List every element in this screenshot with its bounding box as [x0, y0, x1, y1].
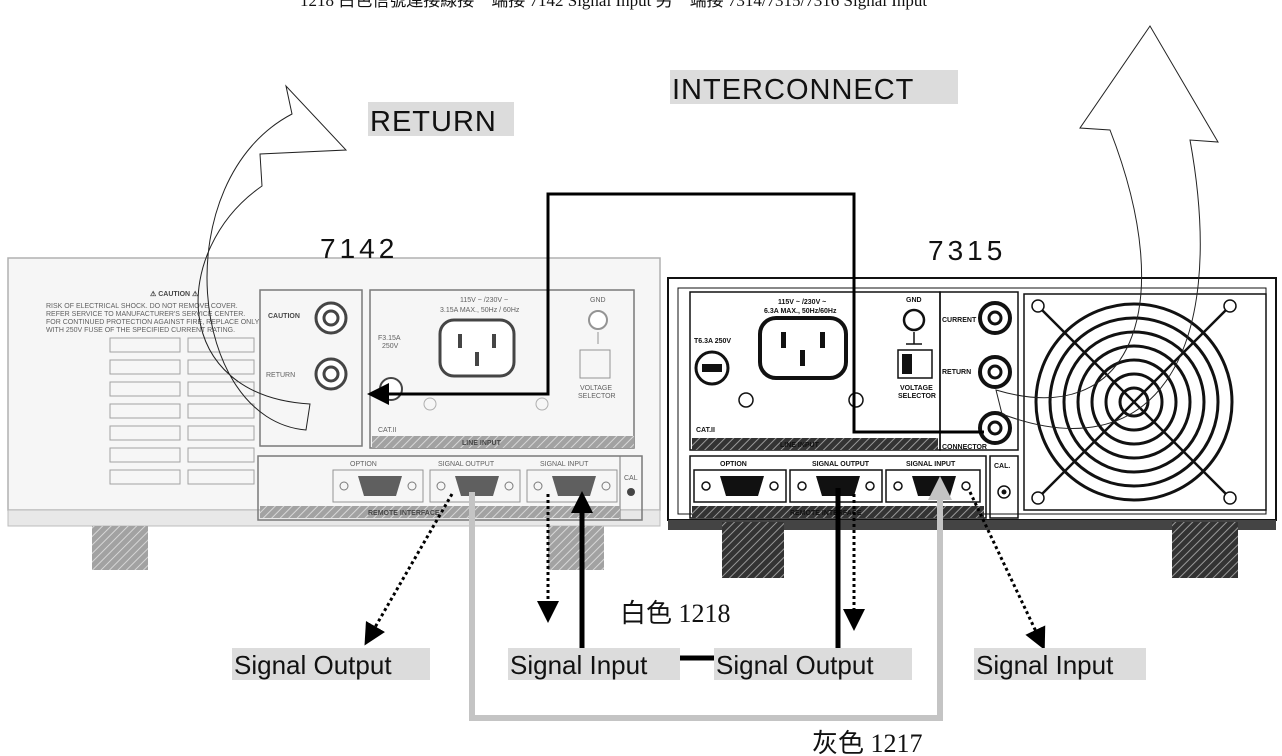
caution-line-2: REFER SERVICE TO MANUFACTURER'S SERVICE … — [46, 311, 245, 318]
current-jack-label: CURRENT — [942, 317, 977, 324]
white-cable-label: 白色 1218 — [620, 599, 731, 628]
unit-7142: ⚠ CAUTION ⚠ RISK OF ELECTRICAL SHOCK. DO… — [8, 258, 660, 570]
option-7315: OPTION — [720, 461, 747, 468]
cat-7315: CAT.II — [696, 427, 715, 434]
fuse-7142-b: 250V — [382, 343, 399, 350]
cat-7142: CAT.II — [378, 427, 397, 434]
signal-output-text-7315: SIGNAL OUTPUT — [812, 461, 870, 468]
right-signal-output-label: Signal Output — [716, 650, 874, 680]
voltage-selector-7142-a: VOLTAGE — [580, 385, 612, 392]
hv-caution-7142: CAUTION — [268, 313, 300, 320]
line-input-7315: LINE INPUT — [780, 442, 820, 449]
option-7142: OPTION — [350, 461, 377, 468]
cal-7315: CAL. — [994, 463, 1010, 470]
return-jack-label-7315: RETURN — [942, 369, 971, 376]
gray-cable-label: 灰色 1217 — [812, 729, 923, 756]
voltage-selector-7315-b: SELECTOR — [898, 393, 936, 400]
return-jack-label-7142: RETURN — [266, 372, 295, 379]
fuse-7315: T6.3A 250V — [694, 338, 731, 345]
line-input-7142: LINE INPUT — [462, 440, 502, 447]
signal-input-text-7142: SIGNAL INPUT — [540, 461, 589, 468]
caution-title-7142: ⚠ CAUTION ⚠ — [150, 290, 199, 298]
signal-output-text-7142: SIGNAL OUTPUT — [438, 461, 495, 468]
voltage-selector-7142-b: SELECTOR — [578, 393, 616, 400]
right-signal-input-label: Signal Input — [976, 650, 1114, 680]
fuse-7142-a: F3.15A — [378, 335, 401, 342]
caution-line-3: FOR CONTINUED PROTECTION AGAINST FIRE, R… — [46, 319, 260, 326]
interconnector-jack-label: CONNECTOR — [942, 444, 987, 451]
top-caption: 1218 白色信號連接線接一端接 7142 Signal Input 另一端接 … — [300, 0, 927, 10]
power-rating-7315-b: 6.3A MAX., 50Hz/60Hz — [764, 308, 837, 315]
return-label: RETURN — [370, 106, 497, 138]
left-signal-output-label: Signal Output — [234, 650, 392, 680]
interconnect-label: INTERCONNECT — [672, 74, 914, 106]
unit-7315: 115V ~ /230V ~ 6.3A MAX., 50Hz/60Hz T6.3… — [668, 278, 1276, 578]
power-rating-7142-b: 3.15A MAX., 50Hz / 60Hz — [440, 307, 520, 314]
remote-interface-7142: REMOTE INTERFACE — [368, 510, 440, 517]
signal-input-text-7315: SIGNAL INPUT — [906, 461, 956, 468]
caution-line-4: WITH 250V FUSE OF THE SPECIFIED CURRENT … — [46, 327, 235, 334]
cal-7142: CAL — [624, 475, 638, 482]
model-7315-label: 7315 — [928, 235, 1006, 266]
gnd-7142: GND — [590, 297, 606, 304]
power-rating-7315-a: 115V ~ /230V ~ — [778, 299, 826, 306]
gnd-7315: GND — [906, 297, 922, 304]
remote-interface-7315: REMOTE INTERFACE — [790, 510, 862, 517]
model-7142-label: 7142 — [320, 233, 398, 264]
power-rating-7142-a: 115V ~ /230V ~ — [460, 297, 508, 304]
left-signal-input-label: Signal Input — [510, 650, 648, 680]
voltage-selector-7315-a: VOLTAGE — [900, 385, 933, 392]
